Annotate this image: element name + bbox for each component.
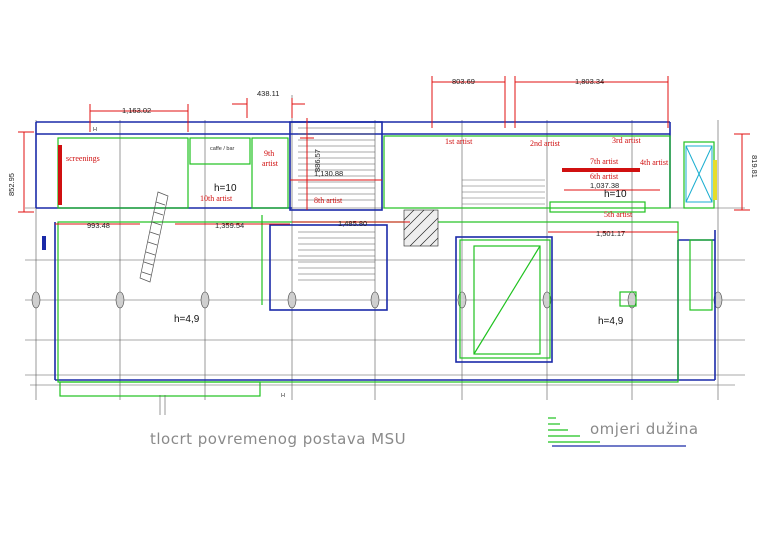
label-2nd-artist: 2nd artist	[530, 139, 561, 148]
label-cafe: caffe / bar	[210, 146, 235, 152]
label-9th: 9th	[264, 149, 274, 158]
screenings-wall	[58, 145, 62, 205]
scale-legend: omjeri dužina	[548, 417, 699, 447]
label-1st-artist: 1st artist	[445, 137, 473, 146]
yellow-door-strip	[713, 160, 717, 200]
dim-886: 886.57	[313, 149, 322, 172]
dim-1163: 1,163.02	[122, 106, 151, 115]
dim-1037: 1,037.38	[590, 181, 619, 190]
dim-438: 438.11	[257, 89, 279, 98]
label-5th-artist: 5th artist	[604, 210, 633, 219]
dim-1359: 1,359.54	[215, 221, 244, 230]
label-3rd-artist: 3rd artist	[612, 136, 641, 145]
central-staircase	[298, 127, 375, 201]
label-4th-artist: 4th artist	[640, 158, 669, 167]
dim-1501: 1,501.17	[596, 229, 625, 238]
dimension-lines	[18, 76, 750, 233]
dim-1803: 1,803.34	[575, 77, 604, 86]
bottom-wall-detail	[30, 384, 735, 415]
label-screenings: screenings	[66, 154, 100, 163]
label-8th-artist: 8th artist	[314, 196, 343, 205]
label-10th-artist: 10th artist	[200, 194, 233, 203]
dim-993: 993.48	[87, 221, 110, 230]
dim-1485: 1,485.80	[338, 219, 367, 228]
marker-h-bottom: H	[281, 393, 285, 399]
diagonal-ramp	[139, 191, 169, 283]
label-artist: artist	[262, 159, 279, 168]
label-h49-right: h=4,9	[598, 316, 624, 327]
lower-staircase	[298, 231, 375, 281]
label-h10-left: h=10	[214, 183, 237, 194]
label-6th-artist: 6th artist	[590, 172, 619, 181]
dim-1130: 1,130.88	[314, 169, 343, 178]
right-staircase	[462, 179, 545, 205]
elevator	[685, 145, 713, 203]
7th-artist-wall	[562, 168, 640, 172]
scale-legend-icon	[548, 417, 600, 443]
hatched-shaft	[403, 209, 439, 247]
marker-h-top: H	[93, 127, 97, 133]
drawing-caption: tlocrt povremenog postava MSU	[150, 430, 406, 448]
scale-legend-label: omjeri dužina	[590, 420, 699, 438]
label-7th-artist: 7th artist	[590, 157, 619, 166]
dim-852: 852.95	[7, 173, 16, 196]
label-9th-artist: 9th artist	[262, 149, 279, 168]
label-h49-left: h=4,9	[174, 314, 200, 325]
label-h10-right: h=10	[604, 189, 627, 200]
side-door-marker	[42, 236, 46, 250]
dim-803: 803.69	[452, 77, 475, 86]
dim-819: 819.81	[750, 155, 759, 178]
